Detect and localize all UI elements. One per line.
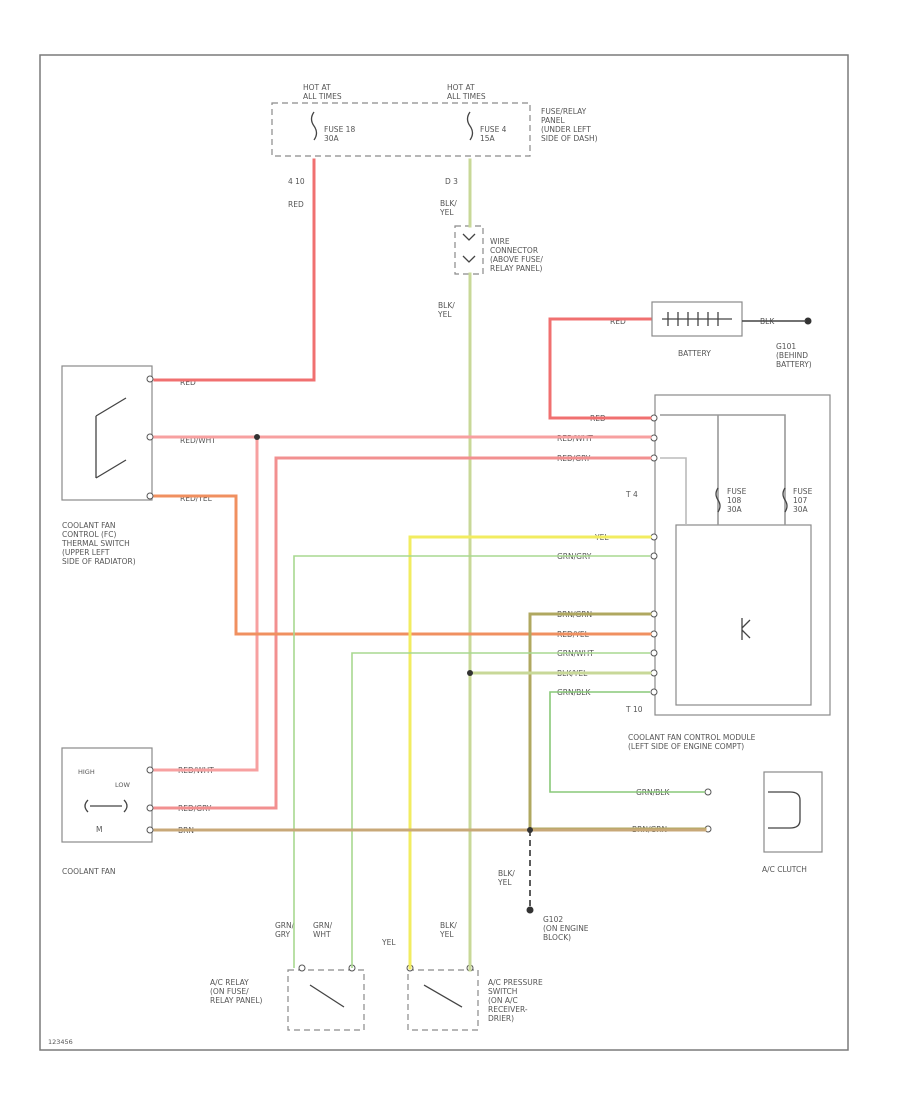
label-ac-relay: A/C RELAY(ON FUSE/RELAY PANEL) [210, 978, 263, 1005]
wire-red-battery [548, 317, 652, 420]
wire-connector-outline [454, 225, 484, 275]
label-w-grn-gry-bottom: GRN/GRY [275, 921, 295, 939]
battery-symbol [651, 301, 743, 337]
ground-g101-dot [804, 317, 812, 325]
label-ac-clutch: A/C CLUTCH [762, 865, 807, 874]
wire-yel [408, 535, 652, 970]
ac-pressure-switch-outline [407, 969, 479, 1031]
wire-grn-blk [549, 691, 705, 793]
fan-pin-1 [146, 766, 154, 774]
label-w-red-wht-1: RED/WHT [180, 436, 216, 445]
ac-relay-outline [287, 969, 365, 1031]
ac-clutch-box [763, 771, 823, 853]
module-pin-1 [650, 414, 658, 422]
fuse-18-symbol [310, 111, 318, 141]
module-pin-3 [650, 454, 658, 462]
label-w-red-1: RED [180, 378, 196, 387]
ac-clutch-coil [768, 791, 801, 829]
module-pin-4 [650, 533, 658, 541]
label-fig-code: 123456 [48, 1038, 73, 1046]
splice-brn [527, 827, 533, 833]
splice-blk-yel [467, 670, 473, 676]
label-wire-red-batt: RED [610, 317, 626, 326]
wire-grn-gry [293, 555, 650, 968]
label-w-yel-bottom: YEL [381, 938, 396, 947]
label-wire-red-top: RED [288, 200, 304, 209]
thermal-switch-pin-1 [146, 375, 154, 383]
label-w-grn-wht-bottom: GRN/WHT [313, 921, 333, 939]
fuse-108-symbol [715, 487, 721, 513]
label-fan-low: LOW [115, 781, 131, 789]
fan-pin-3 [146, 826, 154, 834]
thermal-switch-pin-3 [146, 492, 154, 500]
wire-brn-grn [528, 612, 707, 831]
module-pin-5 [650, 552, 658, 560]
battery-cells [662, 312, 732, 326]
module-pin-10 [650, 688, 658, 696]
ac-pressure-switch-contacts [423, 984, 463, 1008]
wire-connector-pins [462, 233, 476, 263]
label-m: M [96, 825, 102, 834]
ac-relay-pin-1 [298, 964, 306, 972]
label-wire-d3: D 3 [445, 177, 458, 186]
thermal-switch-pin-2 [146, 433, 154, 441]
diagram-frame [39, 54, 849, 1051]
label-module-title: COOLANT FAN CONTROL MODULE(LEFT SIDE OF … [628, 733, 756, 751]
module-pin-7 [650, 630, 658, 638]
wires [153, 158, 806, 972]
fuse-107-symbol [782, 487, 788, 513]
ground-g102-dot [526, 906, 534, 914]
module-transistor-symbol [741, 618, 751, 640]
coolant-fan-box [61, 747, 153, 843]
module-pin-9 [650, 669, 658, 677]
fan-pin-2 [146, 804, 154, 812]
thermal-switch-box [61, 365, 153, 501]
module-pin-8 [650, 649, 658, 657]
fuse-relay-panel-outline [271, 102, 531, 157]
wire-red-fuse18 [153, 158, 316, 382]
fan-motor-symbol [84, 799, 128, 813]
label-wire-blk-yel-mid: BLK/YEL [437, 301, 455, 319]
fuse-4-symbol [466, 111, 474, 141]
label-fan-high: HIGH [78, 768, 95, 776]
label-w-blk-yel-bottom: BLK/YEL [439, 921, 457, 939]
label-t4: T 4 [625, 490, 638, 499]
module-inner-box [675, 524, 812, 706]
clutch-pin-1 [704, 788, 712, 796]
wire-red-wht [153, 435, 652, 772]
label-t10: T 10 [625, 705, 643, 714]
wire-grn-wht [351, 652, 650, 968]
splice-red-wht [254, 434, 260, 440]
wire-red-yel [153, 494, 652, 636]
label-wire-4-10: 4 10 [288, 177, 305, 186]
module-pin-6 [650, 610, 658, 618]
label-wire-blk-yel-top: BLK/YEL [439, 199, 457, 217]
ac-relay-contacts [309, 984, 345, 1008]
wire-gry-module [660, 457, 687, 525]
module-outer-box [654, 394, 831, 716]
label-w-blk-yel-g102: BLK/YEL [497, 869, 515, 887]
label-w-red-yel-1: RED/YEL [180, 494, 213, 503]
thermal-switch-contacts [95, 397, 127, 479]
label-battery: BATTERY [678, 349, 711, 358]
module-fuse-bus [660, 414, 786, 525]
label-coolant-fan: COOLANT FAN [62, 867, 115, 876]
module-pin-2 [650, 434, 658, 442]
